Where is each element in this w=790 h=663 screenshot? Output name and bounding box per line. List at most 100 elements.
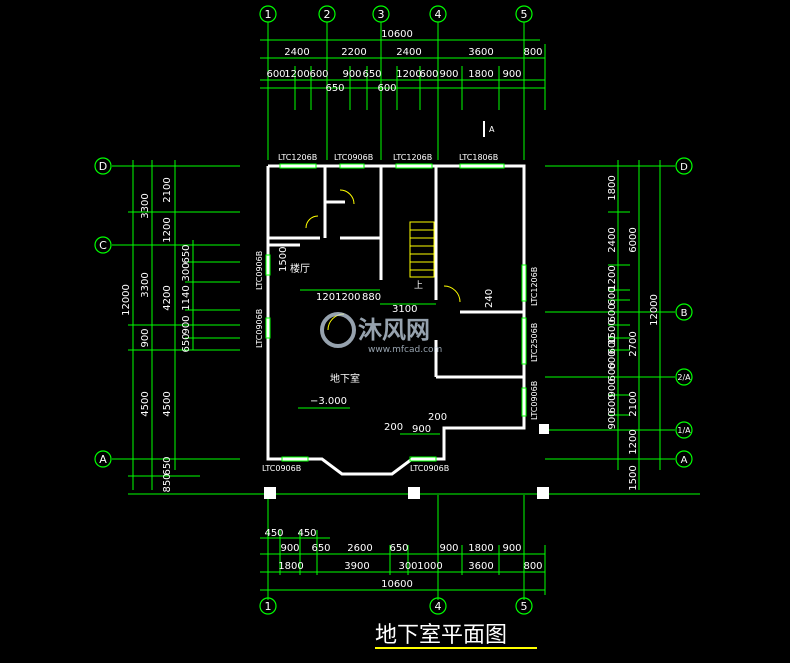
stair	[409, 221, 435, 278]
dim-left-detail: 1140	[181, 285, 192, 310]
axis-label-right-2a: 2/A	[677, 373, 691, 382]
dim-right-inner: 600	[607, 303, 618, 322]
dim-bottom-r2: 900	[502, 543, 521, 554]
axis-label-left-d: D	[99, 160, 107, 173]
dim-top-r2: 600	[309, 69, 328, 80]
dim-left-outer: 3300	[140, 272, 151, 297]
dims-top	[260, 39, 546, 110]
dim-bottom-r3: 1800	[278, 561, 303, 572]
dim-left-outer: 900	[140, 328, 151, 347]
dim-right-inner: 1500	[607, 319, 618, 344]
stair-up-label: 上	[414, 280, 423, 291]
window-label: LTC2506B	[530, 323, 539, 362]
dim-right-outer: 6000	[628, 227, 639, 252]
dim-left-outer: 650	[162, 456, 173, 475]
window-label: LTC1206B	[278, 153, 317, 162]
dim-left-detail: 650	[181, 244, 192, 263]
dim-top-r3: 600	[377, 83, 396, 94]
window-label: LTC0906B	[530, 381, 539, 420]
inner-dim: 3100	[392, 304, 417, 315]
window-label: LTC0906B	[410, 464, 449, 473]
dim-right-detail: 900	[607, 378, 618, 397]
window-label: LTC0906B	[334, 153, 373, 162]
watermark: 沐风网 www.mfcad.com	[320, 312, 442, 355]
dims-right-text: 12000 6000 2700 1800 2400 1200 600 600 1…	[607, 175, 660, 490]
dim-right-inner: 600	[607, 350, 618, 369]
axis-bottom	[259, 597, 533, 615]
axis-label-left-a: A	[99, 453, 107, 466]
dim-left-detail: 300	[181, 262, 192, 281]
dim-bottom-r1: 450	[264, 528, 283, 539]
inner-dim-lines	[300, 289, 440, 435]
dim-right-detail: 600	[607, 394, 618, 413]
dim-left-outer: 3300	[140, 193, 151, 218]
dim-top-r2: 1200	[284, 69, 309, 80]
inner-dim: 1201200	[316, 292, 361, 303]
dim-top-r1: 3600	[468, 47, 493, 58]
svg-text:A: A	[489, 125, 495, 134]
inner-dim: 200	[428, 412, 447, 423]
dim-top-r2: 900	[342, 69, 361, 80]
dim-bottom-r3: 3600	[468, 561, 493, 572]
dim-left-outer: 4500	[140, 391, 151, 416]
axis-left	[94, 157, 112, 468]
drawing-title: 地下室平面图	[375, 623, 507, 648]
inner-dim: 900	[412, 424, 431, 435]
dim-bottom-r3: 1000	[417, 561, 442, 572]
dim-left-outer: 850	[162, 473, 173, 492]
axis-label-top-3: 3	[378, 8, 385, 21]
dim-right-inner: 2400	[607, 227, 618, 252]
dim-top-r1: 2400	[396, 47, 421, 58]
window-label: LTC0906B	[255, 251, 264, 290]
dim-right-inner: 1500	[628, 465, 639, 490]
axis-label-top-4: 4	[435, 8, 442, 21]
dim-top-r2: 600	[419, 69, 438, 80]
dim-bottom-r2: 900	[280, 543, 299, 554]
dim-bottom-r1: 450	[297, 528, 316, 539]
dims-left	[128, 160, 240, 495]
room-label-hall: 楼厅	[290, 262, 310, 275]
axis-label-bottom-4: 4	[435, 600, 442, 613]
axis-label-top-1: 1	[265, 8, 272, 21]
dim-top-r2: 1200	[396, 69, 421, 80]
dims-top-text: 10600 2400 2200 2400 3600 800 600 1200 6…	[266, 29, 542, 94]
window-label: LTC0906B	[262, 464, 301, 473]
dim-right-inner: 2100	[628, 391, 639, 416]
dim-left-inner: 4500	[162, 391, 173, 416]
dim-right-inner: 1200	[628, 429, 639, 454]
axis-label-right-1a: 1/A	[677, 426, 691, 435]
axis-label-right-d: D	[680, 162, 688, 173]
axis-label-right-a: A	[681, 455, 688, 466]
section-mark: A	[483, 121, 495, 137]
dims-bottom-text: 450 450 900 650 2600 650 900 1800 900 18…	[264, 528, 542, 590]
watermark-logo-icon	[320, 312, 356, 348]
dim-bottom-r3: 300	[398, 561, 417, 572]
axis-label-bottom-1: 1	[265, 600, 272, 613]
dim-right-total: 12000	[649, 294, 660, 326]
inner-dim: 880	[362, 292, 381, 303]
columns	[264, 424, 549, 499]
elevation-label: −3.000	[310, 396, 347, 407]
dim-right-inner: 1800	[607, 175, 618, 200]
dim-bottom-r2: 650	[311, 543, 330, 554]
dim-right-mid: 2700	[628, 331, 639, 356]
dim-top-total: 10600	[381, 29, 413, 40]
dim-left-inner: 1200	[162, 217, 173, 242]
inner-dim: 1500	[278, 247, 289, 272]
inner-dim: 200	[384, 422, 403, 433]
dim-top-r1: 2400	[284, 47, 309, 58]
window-label: LTC1806B	[459, 153, 498, 162]
walls	[266, 164, 526, 476]
axis-top	[259, 5, 533, 23]
dim-left-detail: 900	[181, 315, 192, 334]
room-label-basement: 地下室	[330, 372, 360, 385]
dim-bottom-r2: 900	[439, 543, 458, 554]
dim-right-inner: 600	[607, 286, 618, 305]
dim-top-r2: 600	[266, 69, 285, 80]
axis-label-bottom-5: 5	[521, 600, 528, 613]
dim-top-r1: 800	[523, 47, 542, 58]
dim-bottom-r3: 3900	[344, 561, 369, 572]
dims-left-text: 12000 3300 3300 900 4500 850 650 2100 12…	[121, 177, 192, 492]
dims-bottom	[260, 530, 546, 595]
